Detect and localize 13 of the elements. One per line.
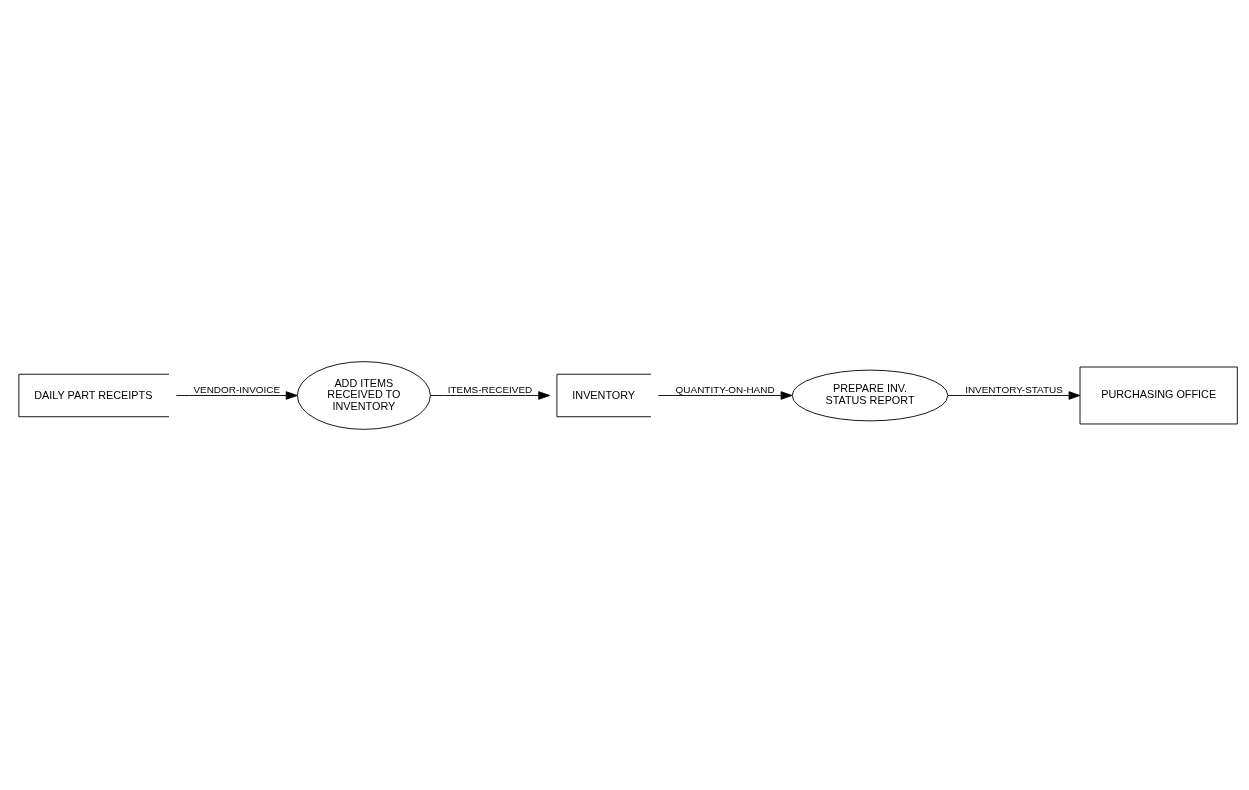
- arrow: [430, 390, 550, 400]
- node-box: PURCHASING OFFICE: [1079, 366, 1238, 424]
- arrow: [175, 390, 298, 400]
- edge-label: ITEMS-RECEIVED: [447, 383, 533, 395]
- edge-label: QUANTITY-ON-HAND: [675, 383, 775, 395]
- node-ellipse: ADD ITEMS RECEIVED TO INVENTORY: [296, 360, 431, 430]
- node-text: INVENTORY: [572, 388, 636, 401]
- edge-label: INVENTORY-STATUS: [965, 383, 1063, 395]
- node-text: DAILY PART RECEIPTS: [34, 388, 153, 401]
- node-ellipse: PREPARE INV. STATUS REPORT: [791, 369, 949, 421]
- arrow: [657, 390, 793, 400]
- arrow: [947, 390, 1081, 400]
- edge-label: VENDOR-INVOICE: [193, 383, 281, 395]
